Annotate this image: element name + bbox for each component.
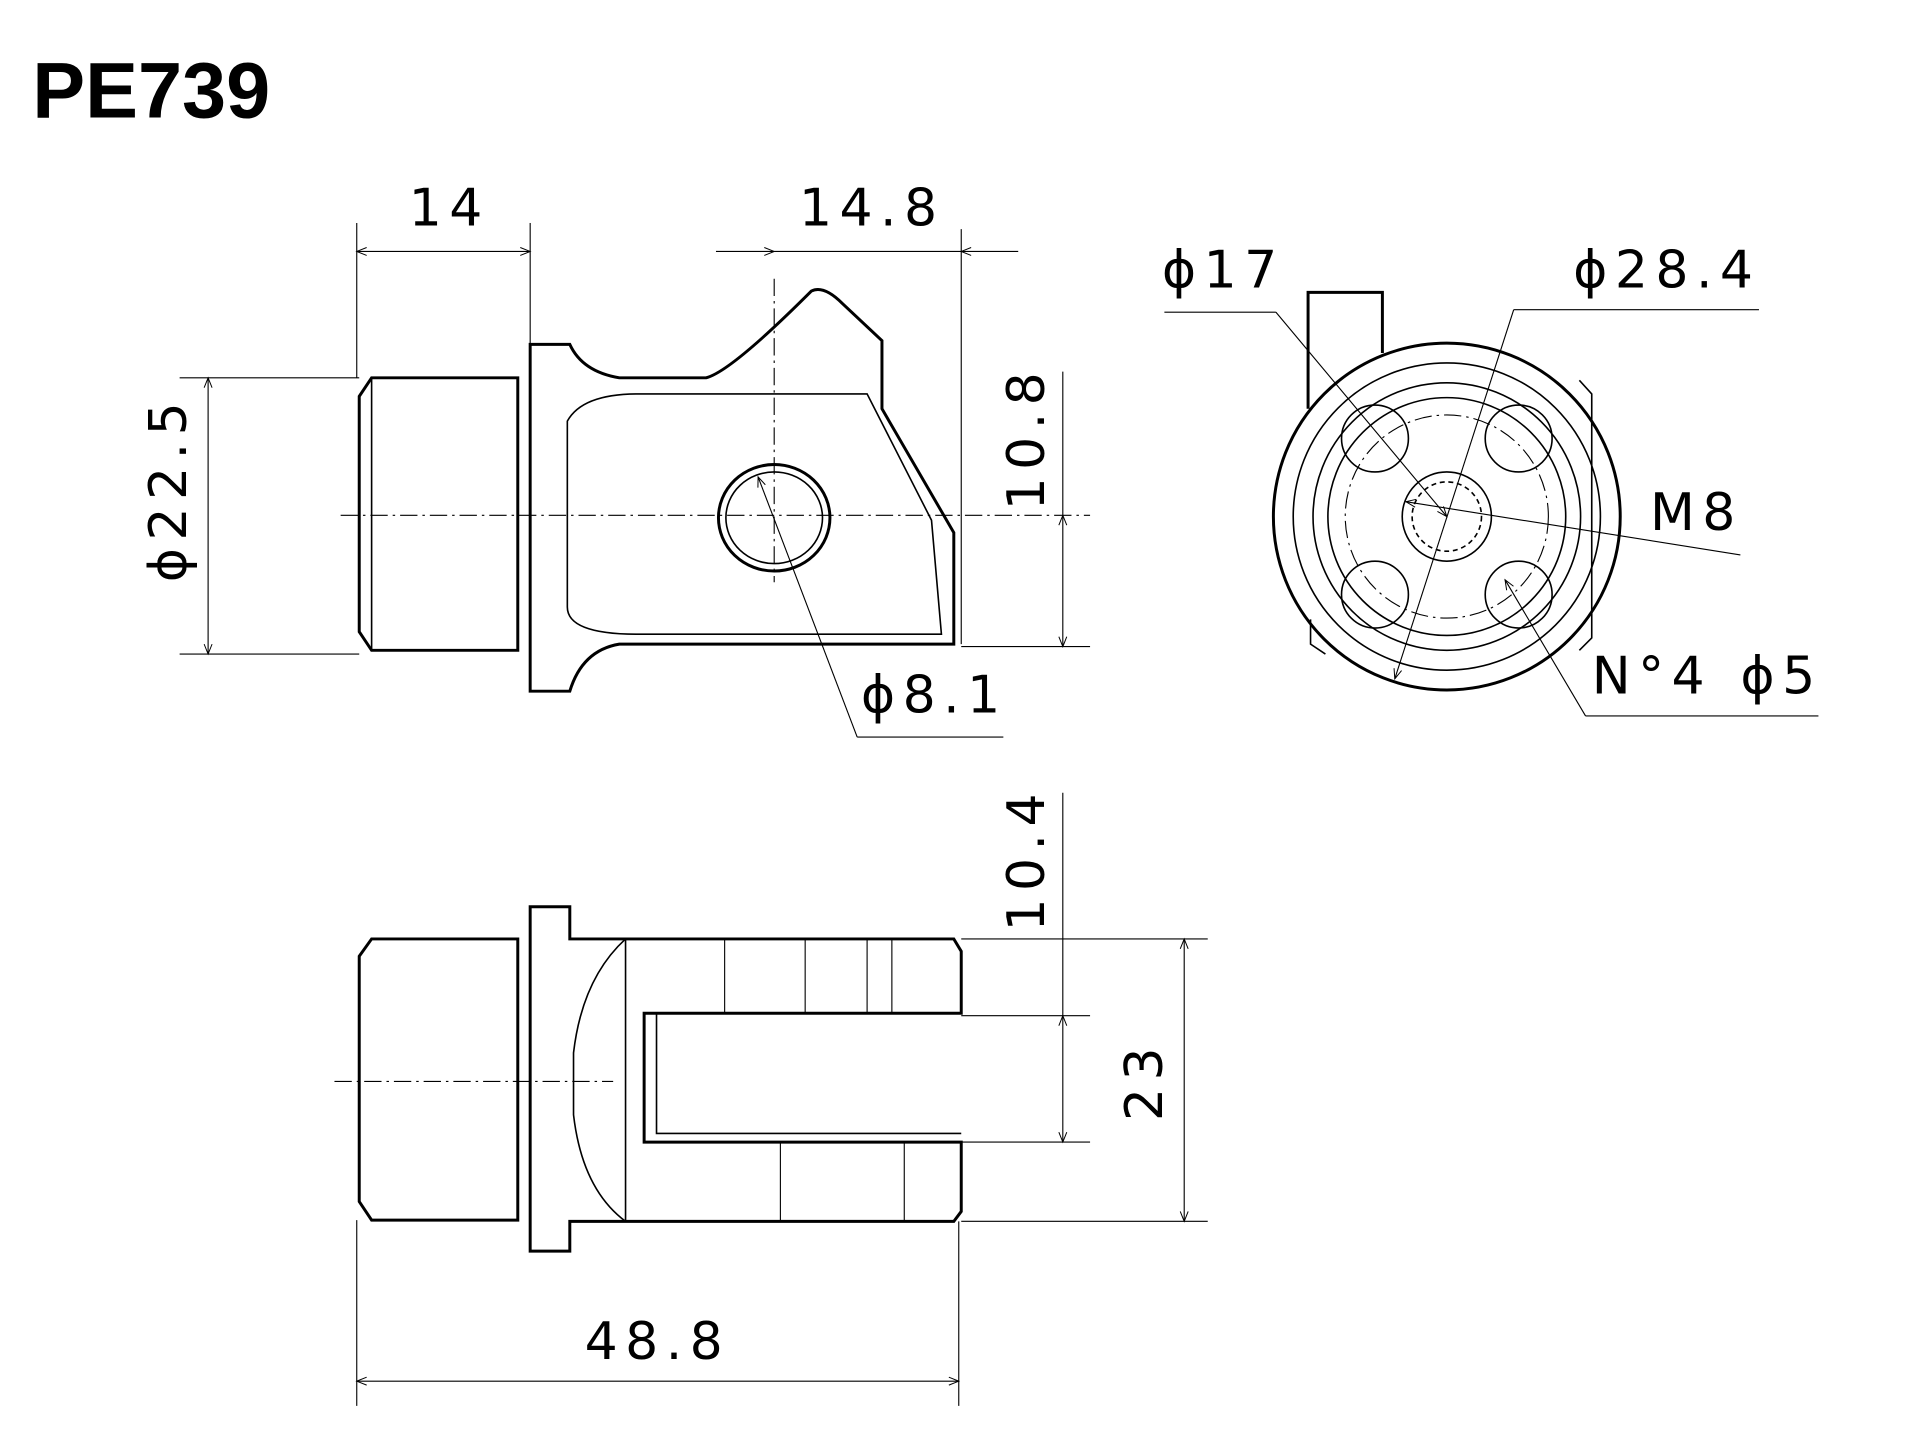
dim-diameter: ϕ22.5 (139, 395, 199, 582)
side-view: 14 14.8 ϕ22.5 10.8 ϕ8.1 (139, 178, 1091, 738)
top-view: 10.4 23 48.8 (334, 786, 1208, 1406)
end-view: ϕ17 ϕ28.4 M8 N°4 ϕ5 (1162, 240, 1822, 717)
dim-hole: ϕ8.1 (861, 665, 1008, 725)
dim-pcd: ϕ28.4 (1573, 240, 1760, 300)
dim-holes-count: N°4 (1592, 647, 1712, 707)
dim-holes-diameter: ϕ5 (1740, 647, 1822, 707)
dim-offset: 10.4 (997, 786, 1057, 932)
dim-inner-diameter: ϕ17 (1162, 240, 1285, 300)
dim-hole-offset: 14.8 (799, 178, 945, 238)
dim-length: 48.8 (585, 1312, 731, 1372)
dim-width: 23 (1115, 1040, 1175, 1121)
dim-length-flange: 14 (409, 178, 490, 238)
dim-thread: M8 (1650, 483, 1743, 543)
part-number-title: PE739 (32, 46, 270, 135)
dim-height: 10.8 (997, 365, 1057, 511)
